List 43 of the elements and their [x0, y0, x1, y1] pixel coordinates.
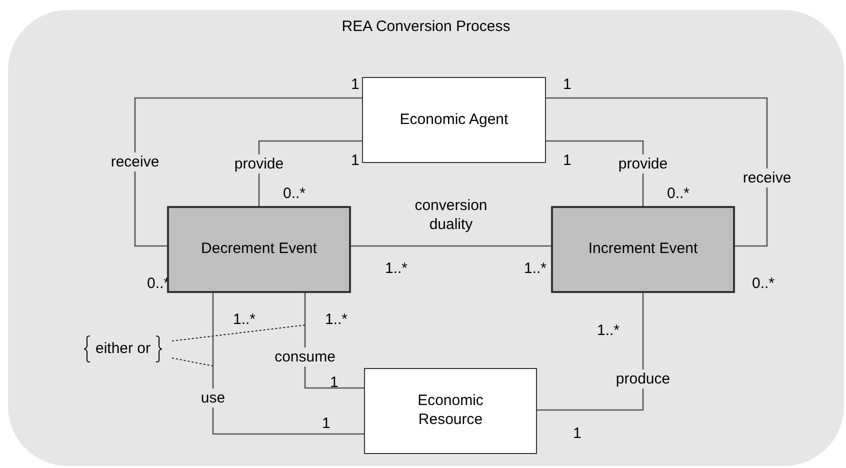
association-line	[258, 140, 362, 206]
edge-label: consume	[272, 348, 338, 366]
multiplicity: 0..*	[752, 276, 775, 291]
multiplicity: 1..*	[325, 312, 348, 327]
multiplicity: 1..*	[385, 261, 408, 276]
association-line	[351, 245, 551, 247]
leader-line	[172, 358, 214, 366]
multiplicity: 1..*	[597, 323, 620, 338]
association-line	[212, 293, 364, 435]
multiplicity: 1	[563, 77, 572, 92]
group-label: REA Conversion Process	[340, 17, 512, 37]
class-name: Decrement Event	[201, 240, 317, 259]
multiplicity: 1	[351, 153, 360, 168]
edge-label: receive	[740, 168, 794, 188]
multiplicity: 0..*	[283, 186, 306, 201]
leader-line	[172, 324, 306, 342]
multiplicity: 1	[563, 153, 572, 168]
edge-label: produce	[614, 370, 672, 388]
note-text: either or	[95, 340, 151, 358]
class-name: Increment Event	[588, 240, 698, 259]
edge-label: use	[198, 388, 228, 408]
edge-label: provide	[232, 154, 286, 174]
multiplicity: 1..*	[524, 261, 547, 276]
edge-label: receive	[108, 152, 162, 172]
association-line	[537, 293, 644, 411]
class-box	[551, 206, 735, 293]
multiplicity: 1	[573, 426, 582, 441]
multiplicity: 1	[351, 77, 360, 92]
multiplicity: 1	[322, 416, 330, 431]
class-box	[167, 206, 351, 293]
edge-label: provide	[616, 154, 670, 174]
class-box	[362, 77, 546, 163]
class-name: Economic Resource	[416, 392, 484, 430]
class-box	[364, 368, 537, 454]
association-line	[546, 97, 768, 247]
multiplicity: 0..*	[667, 186, 690, 201]
association-line	[546, 140, 644, 206]
association-line	[304, 293, 364, 389]
association-line	[134, 97, 362, 247]
multiplicity: 1..*	[233, 312, 256, 327]
class-name: Economic Agent	[400, 110, 508, 130]
multiplicity: 1	[330, 375, 338, 390]
process-band	[8, 10, 844, 466]
